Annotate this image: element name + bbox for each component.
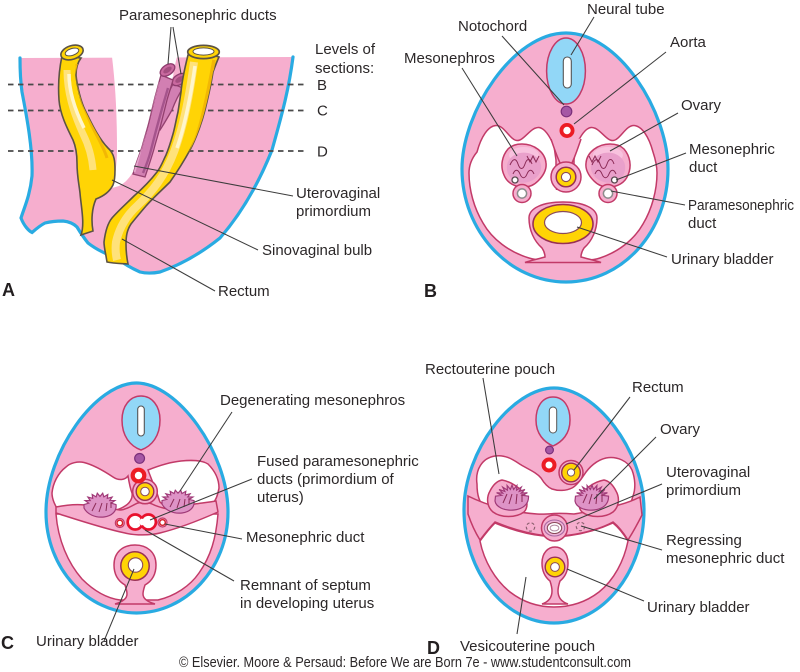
svg-text:Urinary bladder: Urinary bladder: [647, 599, 750, 616]
svg-text:Paramesonephric ducts: Paramesonephric ducts: [119, 7, 277, 24]
svg-text:Urinary bladder: Urinary bladder: [36, 633, 139, 650]
svg-text:B: B: [424, 281, 437, 301]
svg-text:Regressing: Regressing: [666, 532, 742, 549]
svg-text:uterus): uterus): [257, 489, 304, 506]
svg-text:D: D: [427, 638, 440, 658]
svg-text:D: D: [317, 144, 328, 161]
svg-text:© Elsevier. Moore & Persaud: B: © Elsevier. Moore & Persaud: Before We a…: [179, 654, 631, 671]
svg-text:Fused paramesonephric: Fused paramesonephric: [257, 453, 419, 470]
svg-text:Mesonephric: Mesonephric: [689, 141, 775, 158]
svg-text:C: C: [317, 103, 328, 120]
svg-text:Mesonephros: Mesonephros: [404, 50, 495, 67]
svg-text:Uterovaginal: Uterovaginal: [666, 464, 750, 481]
svg-text:Paramesonephric: Paramesonephric: [688, 197, 794, 214]
svg-text:duct: duct: [688, 215, 717, 232]
svg-text:ducts (primordium of: ducts (primordium of: [257, 471, 395, 488]
svg-text:Remnant of septum: Remnant of septum: [240, 577, 371, 594]
svg-text:sections:: sections:: [315, 60, 374, 77]
svg-text:in developing uterus: in developing uterus: [240, 595, 374, 612]
svg-text:Levels of: Levels of: [315, 41, 376, 58]
svg-text:primordium: primordium: [296, 203, 371, 220]
svg-text:Vesicouterine pouch: Vesicouterine pouch: [460, 638, 595, 655]
svg-text:Uterovaginal: Uterovaginal: [296, 185, 380, 202]
svg-text:Ovary: Ovary: [681, 97, 722, 114]
svg-text:Notochord: Notochord: [458, 18, 527, 35]
svg-text:Rectum: Rectum: [218, 283, 270, 300]
svg-text:C: C: [1, 633, 14, 653]
svg-text:Urinary bladder: Urinary bladder: [671, 251, 774, 268]
svg-text:Ovary: Ovary: [660, 421, 701, 438]
svg-text:Degenerating mesonephros: Degenerating mesonephros: [220, 392, 405, 409]
svg-text:Neural tube: Neural tube: [587, 1, 665, 18]
svg-text:duct: duct: [689, 159, 718, 176]
svg-text:Mesonephric duct: Mesonephric duct: [246, 529, 365, 546]
svg-text:primordium: primordium: [666, 482, 741, 499]
svg-text:Sinovaginal bulb: Sinovaginal bulb: [262, 242, 372, 259]
svg-text:A: A: [2, 280, 15, 300]
svg-text:Aorta: Aorta: [670, 34, 707, 51]
svg-text:mesonephric duct: mesonephric duct: [666, 550, 785, 567]
svg-text:B: B: [317, 77, 327, 94]
svg-text:Rectum: Rectum: [632, 379, 684, 396]
svg-text:Rectouterine pouch: Rectouterine pouch: [425, 361, 555, 378]
